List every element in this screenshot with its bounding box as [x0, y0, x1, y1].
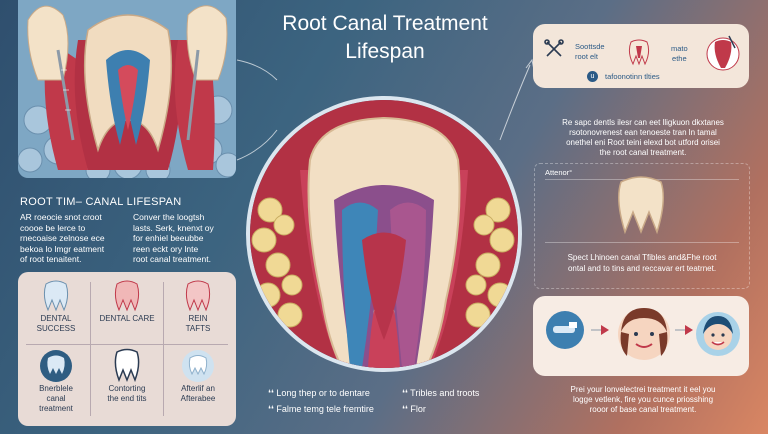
title-line-1: Root Canal Treatment [282, 12, 488, 35]
quote-icon: ❛❛ [402, 404, 408, 414]
right-paragraph-3: Prei your lonvelectrei treatment it eel … [570, 385, 716, 414]
tip-1: ❛❛ Long thep or to dentare [268, 388, 370, 398]
crystal-tooth-icon [182, 350, 214, 382]
patient-face-icon [618, 308, 670, 360]
top-card-footer-text: tafoonotinn tlties [605, 72, 660, 81]
arrow-right-icon-2 [675, 325, 693, 335]
toothbrush-icon [546, 311, 584, 349]
healthy-tooth-icon [618, 176, 664, 235]
connector-arrows-left [236, 59, 278, 161]
top-card-badge: u [587, 71, 598, 82]
white-tooth-icon [114, 348, 140, 383]
tools-icon [544, 39, 564, 57]
tip-3: ❛❛ Tribles and troots [402, 388, 480, 398]
title-line-2: Lifespan [345, 40, 425, 63]
page-title: Root Canal Treatment Lifespan [250, 10, 520, 66]
happy-patient-icon [696, 312, 740, 356]
cell-dental-care: DENTAL CARE [94, 278, 160, 324]
central-tooth-illustration [246, 96, 522, 372]
quote-icon: ❛❛ [268, 404, 274, 414]
aftercare-label: Attenor° [545, 168, 573, 177]
right-aftercare-panel: Attenor° Spect Lhinoen canal Tfibles and… [534, 163, 750, 289]
right-patient-card [533, 296, 749, 376]
right-paragraph-2: Spect Lhinoen canal Tfibles and&Fhe root… [567, 253, 717, 273]
right-paragraph-1: Re sapc dentls ilesr can eet lligkuon dk… [562, 118, 724, 157]
tooth-cross-section-illustration [18, 0, 236, 178]
tip-2: ❛❛ Falme temg tele fremtire [268, 404, 374, 414]
quote-icon: ❛❛ [402, 388, 408, 398]
quote-icon: ❛❛ [268, 388, 274, 398]
tooth-implant-icon [706, 35, 740, 71]
tooth-icon [43, 280, 69, 312]
left-heading: ROOT TIM– CANAL LIFESPAN [20, 196, 182, 208]
tooth-circle-icon [40, 350, 72, 382]
tip-4: ❛❛ Flor [402, 404, 426, 414]
arrow-right-icon-1 [591, 325, 609, 335]
tooth-cross-icon [628, 39, 650, 66]
tooth-root-icon [185, 280, 211, 312]
tooth-care-icon [114, 280, 140, 312]
